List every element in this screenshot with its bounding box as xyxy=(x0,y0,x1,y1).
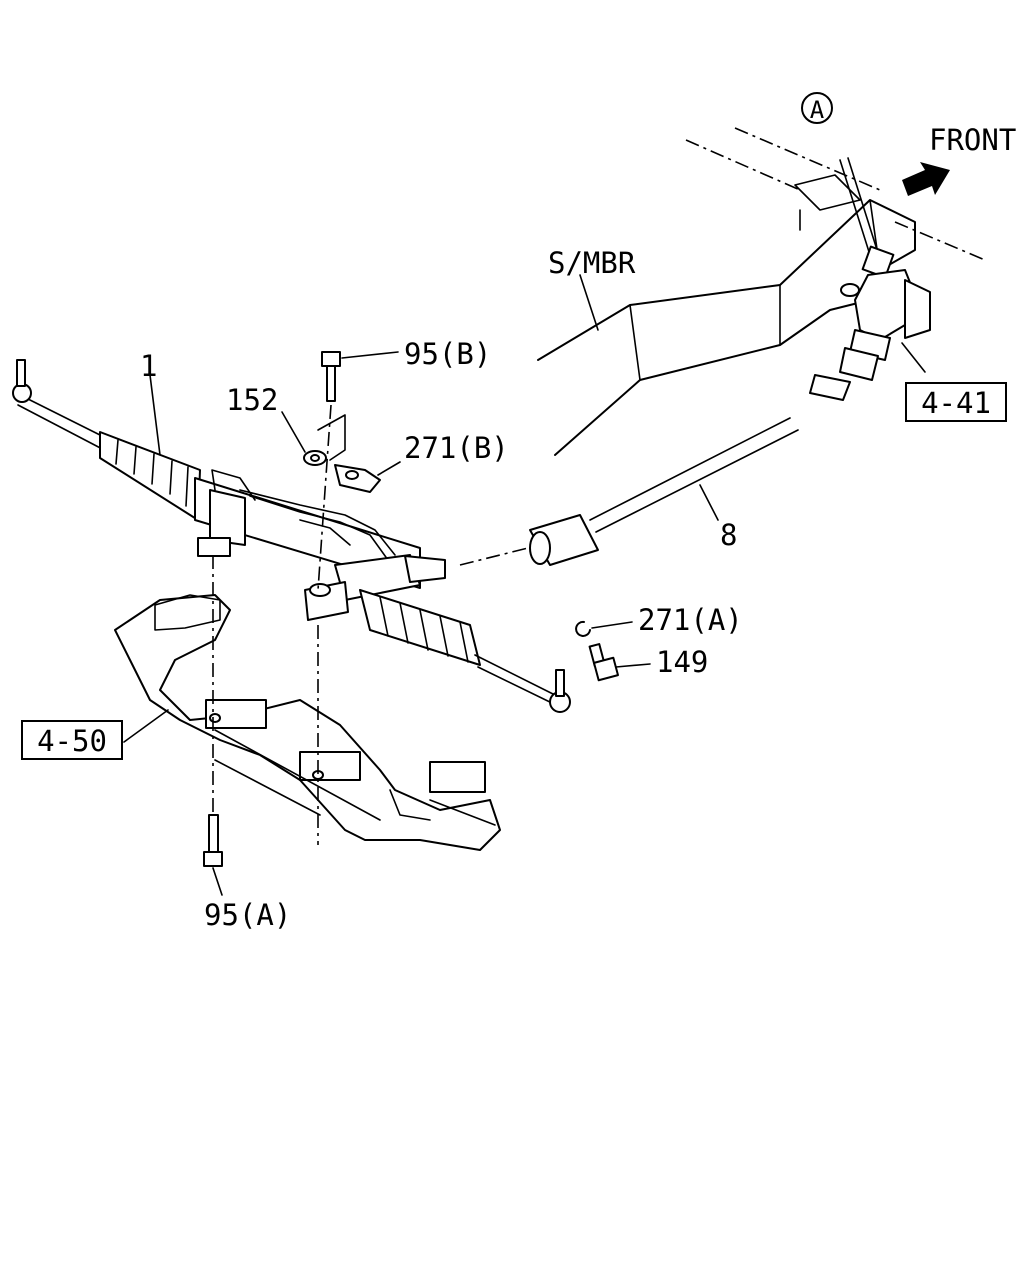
ref-box-4-50: 4-50 xyxy=(21,720,123,760)
ref-4-50-label: 4-50 xyxy=(37,724,107,758)
clip-271b-part xyxy=(317,414,381,493)
assembly-guide-lines xyxy=(212,404,332,845)
intermediate-shaft xyxy=(459,417,799,566)
bolt-149-part xyxy=(588,643,619,682)
ref-box-4-41: 4-41 xyxy=(905,382,1007,422)
callout-8: 8 xyxy=(720,518,737,552)
callout-149: 149 xyxy=(656,645,708,679)
callout-95b: 95(B) xyxy=(404,337,491,371)
callout-152: 152 xyxy=(226,383,278,417)
circle-ref-a: A xyxy=(801,92,833,124)
callout-271a: 271(A) xyxy=(638,603,743,637)
front-arrow-icon xyxy=(902,162,950,196)
steering-column-joint xyxy=(809,157,931,401)
bolt-95a-part xyxy=(203,814,223,867)
washer-152-part xyxy=(303,450,327,466)
callout-271b: 271(B) xyxy=(404,431,509,465)
bolt-95b-part xyxy=(321,351,341,402)
leader-lines xyxy=(123,274,719,896)
circle-ref-a-label: A xyxy=(810,96,825,124)
ref-4-41-label: 4-41 xyxy=(921,386,991,420)
clip-271a-part xyxy=(575,620,591,637)
label-s-mbr: S/MBR xyxy=(548,246,636,280)
label-front: FRONT xyxy=(929,123,1016,157)
steering-gear-rack xyxy=(12,359,571,713)
callout-95a: 95(A) xyxy=(204,898,291,932)
callout-1: 1 xyxy=(140,349,157,383)
crossmember-outline xyxy=(537,127,986,456)
